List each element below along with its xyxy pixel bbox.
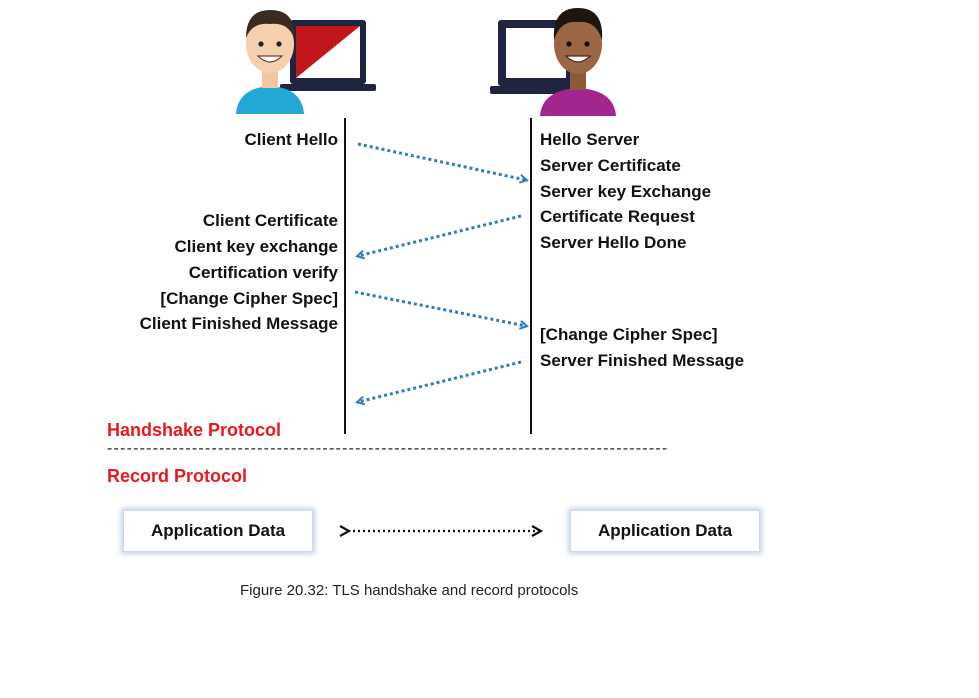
server-key-exchange-label: Server key Exchange [540,182,712,201]
certification-verify-label: Certification verify [188,263,338,282]
certificate-request-label: Certificate Request [540,207,695,226]
server-application-data-box: Application Data [570,510,760,552]
record-protocol-label: Record Protocol [107,466,248,486]
arrow-client-hello [357,142,526,180]
server-person-icon [540,8,616,116]
client-finished-label: Client Finished Message [139,314,338,333]
arrow-client-finish [354,290,526,326]
arrow-server-response [358,214,522,256]
client-key-exchange-label: Client key exchange [174,237,338,256]
client-certificate-label: Client Certificate [202,211,338,230]
client-hello-label: Client Hello [244,130,338,149]
server-finished-label: Server Finished Message [540,351,745,370]
hello-server-label: Hello Server [540,130,640,149]
client-person-icon [236,10,304,114]
handshake-protocol-label: Handshake Protocol [107,420,282,440]
arrow-server-finish [358,360,522,402]
protocol-divider: ----------------------------------------… [107,440,669,457]
figure-caption: Figure 20.32: TLS handshake and record p… [240,582,579,599]
server-change-cipher-spec-label: [Change Cipher Spec] [540,325,718,344]
server-certificate-label: Server Certificate [540,156,681,175]
client-laptop-icon [280,20,376,91]
client-application-data-box: Application Data [123,510,313,552]
server-hello-done-label: Server Hello Done [540,233,687,252]
client-change-cipher-spec-label: [Change Cipher Spec] [160,289,338,308]
